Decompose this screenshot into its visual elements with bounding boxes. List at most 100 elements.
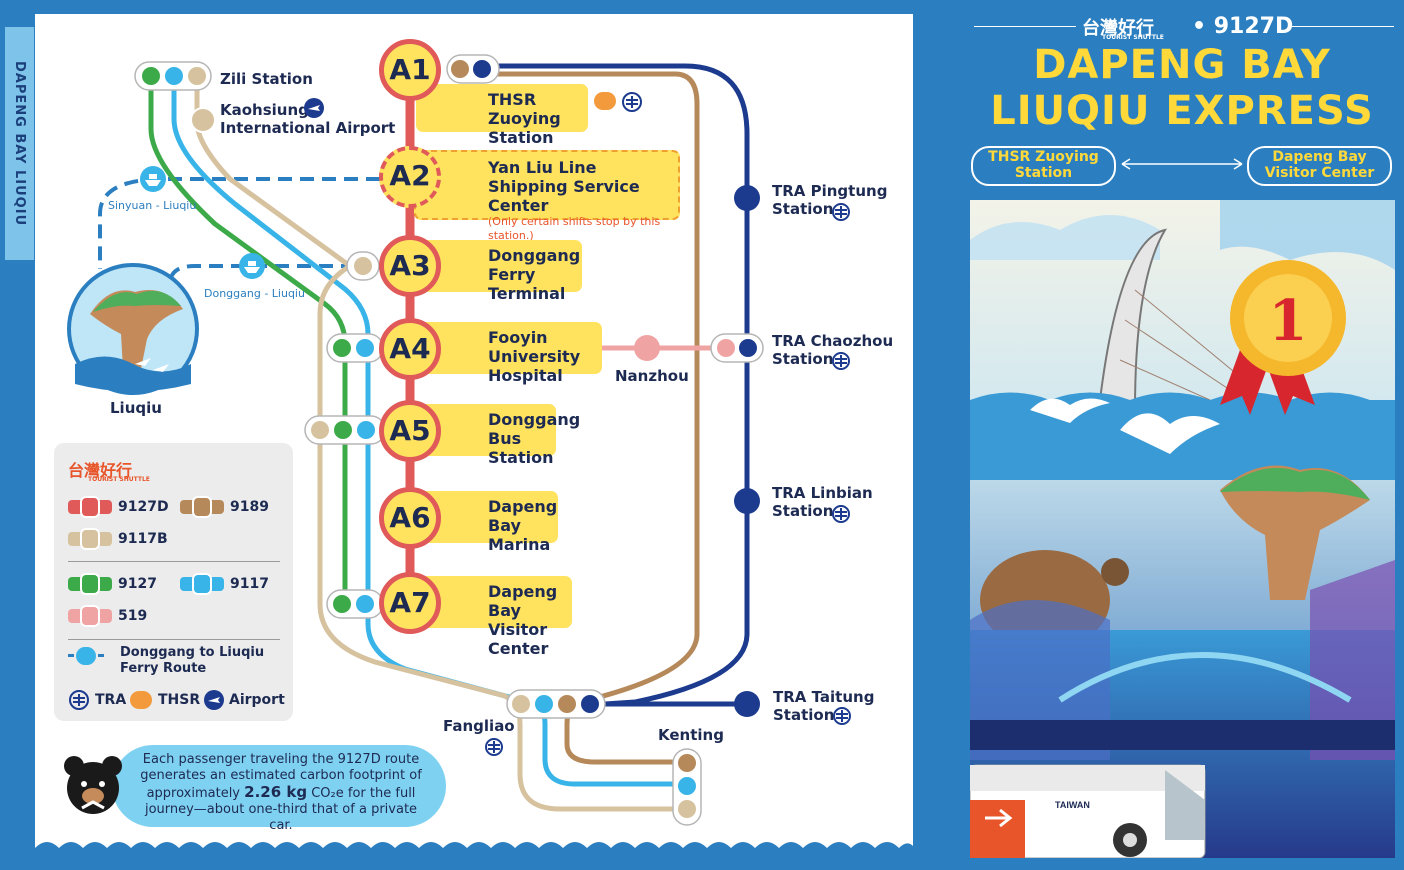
linbian-label-2: Station [772, 502, 834, 520]
tra-icon [485, 738, 503, 756]
station-a4-name-2: Hospital [488, 366, 563, 385]
legend-brand: 台灣好行 [68, 461, 133, 480]
seagull-icon [135, 358, 169, 372]
bus-arrow-icon [985, 808, 1013, 828]
poster-brand: 台灣好行 [1082, 18, 1154, 39]
taitung-stop [734, 691, 760, 717]
thsr-icon [130, 691, 152, 709]
cloud-shape [970, 215, 1160, 260]
legend-item-9117b: 9117B [68, 528, 168, 550]
station-a7-badge[interactable]: A7 [379, 572, 441, 634]
legend-divider [68, 639, 280, 640]
line-9189 [480, 71, 700, 765]
poster-brand-sub: TOURIST SHUTTLE [1102, 34, 1164, 41]
carbon-line-4: journey—about one-third that of a privat… [144, 802, 418, 833]
poster-route-number: • 9127D [1192, 14, 1294, 39]
poster-title-2: LIUQIU EXPRESS [990, 88, 1374, 134]
station-a2-badge[interactable]: A2 [379, 146, 441, 208]
tra-icon [69, 690, 89, 710]
legend-ferry-2: Ferry Route [120, 661, 207, 676]
bus-windshield [1165, 770, 1205, 840]
pingtung-stop [734, 185, 760, 211]
liuqiu-rock [90, 290, 183, 369]
legend-divider [68, 561, 280, 562]
fangliao-dot-9189 [558, 695, 576, 713]
station-a1-badge[interactable]: A1 [379, 39, 441, 101]
station-a7-box[interactable]: Dapeng Bay Visitor Center [416, 576, 572, 658]
airport-label-1: Kaohsiung [220, 101, 309, 119]
legend-ferry-1: Donggang to Liuqiu [120, 645, 265, 660]
zili-label: Zili Station [220, 70, 313, 88]
chaozhou-label-1: TRA Chaozhou [772, 332, 894, 350]
bus-icon [68, 528, 112, 550]
station-a3-badge[interactable]: A3 [379, 235, 441, 297]
station-a1-box[interactable]: THSR Zuoying Station [416, 84, 588, 147]
station-a6-name-2: Marina [488, 535, 551, 554]
chaozhou-dot-tra [739, 339, 757, 357]
a5-dot-9117b [311, 421, 329, 439]
pingtung-label-2: Station [772, 200, 834, 218]
bus-icon [68, 496, 112, 518]
legend-brand-sub: TOURIST SHUTTLE [88, 476, 150, 483]
poster-from-2: Station [1014, 165, 1073, 181]
line-tra-connection [480, 63, 750, 707]
a1-dot-tra [473, 60, 491, 78]
legend-tra-label: TRA [95, 692, 127, 708]
taitung-label-1: TRA Taitung [773, 688, 875, 706]
poster-from-pill: THSR Zuoying Station [971, 146, 1116, 186]
station-a4-name-1: Fooyin University [488, 328, 581, 366]
kenting-dot-9117b [678, 800, 696, 818]
bus-brand-text: TAIWAN [1055, 800, 1090, 810]
legend-thsr-label: THSR [158, 692, 201, 708]
chaozhou-label-2: Station [772, 350, 834, 368]
a4-dot-9127 [333, 339, 351, 357]
chaozhou-dot-519 [717, 339, 735, 357]
header-rule-right [1292, 26, 1394, 27]
station-a3-box[interactable]: Donggang Ferry Terminal [416, 240, 582, 303]
station-a4-badge[interactable]: A4 [379, 318, 441, 380]
bus-icon [68, 605, 112, 627]
station-a2-box[interactable]: Yan Liu Line Shipping Service Center (On… [414, 150, 680, 242]
nanzhou-stop [634, 335, 660, 361]
arrow-double-icon [1121, 158, 1243, 170]
fangliao-stop-pill [506, 689, 606, 719]
poster-panel: 台灣好行 TOURIST SHUTTLE • 9127D DAPENG BAY … [940, 0, 1404, 870]
station-a5-badge[interactable]: A5 [379, 400, 441, 462]
bus-icon [180, 573, 224, 595]
linbian-label-1: TRA Linbian [772, 484, 873, 502]
legend-item-9189: 9189 [180, 496, 269, 518]
kenting-dot-9189 [678, 754, 696, 772]
award-medal-inner [1244, 274, 1332, 362]
station-a4-box[interactable]: Fooyin University Hospital [416, 322, 602, 385]
airport-stop-dot [190, 107, 216, 133]
station-a6-badge[interactable]: A6 [379, 487, 441, 549]
legend-item-9117: 9117 [180, 573, 269, 595]
bus-icon [68, 573, 112, 595]
station-a1-name-2: Zuoying Station [488, 109, 561, 147]
linbian-stop [734, 488, 760, 514]
bridge-arc-illustration [1058, 652, 1352, 703]
station-a2-note: (Only certain shifts stop by this statio… [488, 215, 661, 242]
line-9117 [171, 89, 688, 787]
bridge-arch-illustration [1098, 228, 1168, 412]
a5-dot-9117 [357, 421, 375, 439]
ferry-route-sinyuan [98, 177, 380, 269]
liuqiu-grass [93, 290, 181, 312]
bus-wheel-hub [1123, 833, 1137, 847]
poster-island-rock [1220, 465, 1370, 600]
carbon-unit: CO₂e [311, 786, 344, 801]
poster-island-grass [1220, 467, 1370, 500]
bottom-wave-border [35, 842, 913, 858]
airplane-icon [304, 98, 324, 118]
zili-dot-9127 [142, 67, 160, 85]
fangliao-label: Fangliao [443, 717, 515, 735]
side-title: DAPENG BAY LIUQIU EXPRESS [12, 60, 27, 227]
station-a7-name-1: Dapeng Bay [488, 582, 558, 620]
kenting-dot-9117 [678, 777, 696, 795]
bus-icon [180, 496, 224, 518]
liuqiu-sea [75, 356, 191, 392]
line-9127 [148, 89, 348, 604]
tra-icon [833, 707, 851, 725]
station-a6-box[interactable]: Dapeng Bay Marina [416, 491, 558, 554]
poster-illustration: 1 TAIWAN [970, 200, 1395, 858]
